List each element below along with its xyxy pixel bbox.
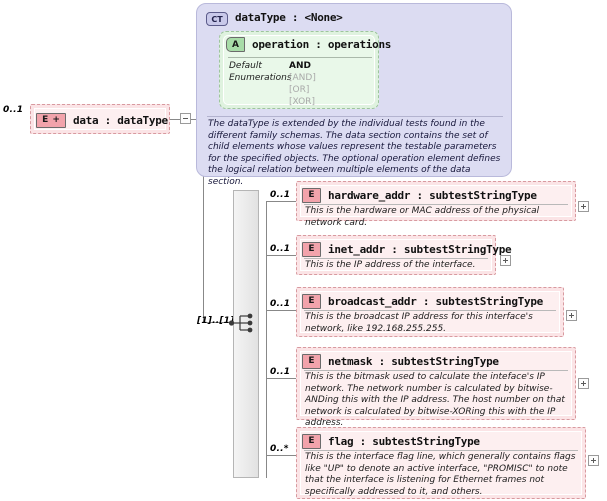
expand-toggle-netmask[interactable]	[578, 378, 589, 389]
element-badge-icon: E+	[36, 112, 66, 128]
element-documentation-netmask: This is the bitmask used to calculate th…	[305, 372, 565, 428]
element-title-data: data : dataType	[73, 113, 168, 127]
complextype-box-datatype[interactable]: CT dataType : <None> A operation : opera…	[196, 3, 512, 187]
expand-toggle-broadcast-addr[interactable]	[566, 310, 577, 321]
element-title-broadcast-addr: broadcast_addr : subtestStringType	[328, 294, 543, 308]
attribute-row-key: Enumerations	[229, 73, 292, 83]
element-divider	[304, 310, 556, 311]
element-badge-letter: E	[42, 115, 49, 125]
cardinality-label-inet-addr: 0..1	[270, 244, 291, 254]
element-box-inet-addr[interactable]: E inet_addr : subtestStringType This is …	[296, 235, 512, 275]
attribute-enum-value: [XOR]	[289, 97, 315, 107]
expand-toggle-hardware-addr[interactable]	[578, 201, 589, 212]
cardinality-label-flag: 0..*	[270, 444, 289, 454]
expand-toggle-inet-addr[interactable]	[500, 255, 511, 266]
connector-trunk-to-sequence	[203, 322, 225, 323]
attribute-badge-icon: A	[226, 37, 245, 52]
attribute-divider	[228, 57, 372, 58]
element-divider	[304, 204, 568, 205]
element-documentation-broadcast-addr: This is the broadcast IP address for thi…	[305, 312, 533, 334]
element-badge-icon: E	[302, 353, 321, 369]
sequence-bar	[233, 190, 259, 478]
complextype-title: dataType : <None>	[235, 11, 343, 24]
attribute-row-value: AND	[289, 61, 311, 71]
element-inner-surface	[300, 185, 572, 217]
element-inner-surface	[300, 431, 582, 495]
connector-to-hardware-addr	[266, 201, 296, 202]
element-inner-surface	[300, 239, 492, 271]
complextype-documentation: The dataType is extended by the individu…	[208, 119, 501, 187]
element-title-row: E flag : subtestStringType	[302, 432, 579, 450]
attribute-title: operation : operations	[252, 38, 392, 51]
element-title-row-data: E+ data : dataType	[36, 111, 168, 129]
branch-trunk-line	[266, 201, 267, 478]
element-badge-icon: E	[302, 241, 321, 257]
element-title-row: E hardware_addr : subtestStringType	[302, 186, 569, 204]
connector-to-flag	[266, 455, 296, 456]
complextype-divider	[207, 116, 503, 117]
expand-toggle-flag[interactable]	[588, 455, 599, 466]
element-documentation-hardware-addr: This is the hardware or MAC address of t…	[305, 206, 540, 228]
element-inner-surface	[300, 291, 560, 333]
attribute-box-operation[interactable]: A operation : operations Default AND Enu…	[219, 31, 391, 109]
root-cardinality-label: 0..1	[3, 105, 24, 115]
element-documentation-inet-addr: This is the IP address of the interface.	[305, 260, 476, 270]
element-documentation-flag: This is the interface flag line, which g…	[305, 452, 576, 497]
element-title-row: E inet_addr : subtestStringType	[302, 240, 512, 258]
element-divider	[304, 450, 578, 451]
element-box-hardware-addr[interactable]: E hardware_addr : subtestStringType This…	[296, 181, 576, 228]
trunk-vertical-line	[203, 119, 204, 322]
element-badge-icon: E	[302, 433, 321, 449]
attribute-row-key: Default	[229, 61, 262, 71]
attribute-title-row: A operation : operations	[226, 37, 391, 52]
element-title-hardware-addr: hardware_addr : subtestStringType	[328, 188, 537, 202]
element-box-netmask[interactable]: E netmask : subtestStringType This is th…	[296, 347, 576, 428]
element-inner-surface	[34, 108, 166, 130]
element-divider	[304, 258, 488, 259]
element-title-flag: flag : subtestStringType	[328, 434, 480, 448]
attribute-enum-value: [AND]	[289, 73, 316, 83]
connector-to-netmask	[266, 378, 296, 379]
cardinality-label-broadcast-addr: 0..1	[270, 299, 291, 309]
attribute-enum-value: [OR]	[289, 85, 310, 95]
cardinality-label-hardware-addr: 0..1	[270, 190, 291, 200]
element-box-data[interactable]: E+ data : dataType	[30, 104, 170, 134]
element-title-row: E broadcast_addr : subtestStringType	[302, 292, 557, 310]
element-inner-surface	[300, 351, 572, 416]
complextype-badge-icon: CT	[206, 12, 228, 26]
element-box-flag[interactable]: E flag : subtestStringType This is the i…	[296, 427, 586, 499]
element-divider	[304, 370, 568, 371]
connector-to-inet-addr	[266, 255, 296, 256]
element-badge-icon: E	[302, 187, 321, 203]
collapse-toggle-data[interactable]	[180, 113, 191, 124]
sequence-icon[interactable]	[228, 312, 264, 338]
connector-data-to-toggle	[170, 119, 180, 120]
attribute-inner-surface	[223, 35, 375, 105]
element-badge-icon: E	[302, 293, 321, 309]
element-badge-plus: +	[52, 115, 60, 125]
element-title-inet-addr: inet_addr : subtestStringType	[328, 242, 512, 256]
connector-to-broadcast-addr	[266, 310, 296, 311]
compositor-cardinality-label: [1]..[1]	[197, 316, 235, 326]
cardinality-label-netmask: 0..1	[270, 367, 291, 377]
element-box-broadcast-addr[interactable]: E broadcast_addr : subtestStringType Thi…	[296, 287, 564, 337]
element-title-netmask: netmask : subtestStringType	[328, 354, 499, 368]
element-title-row: E netmask : subtestStringType	[302, 352, 569, 370]
